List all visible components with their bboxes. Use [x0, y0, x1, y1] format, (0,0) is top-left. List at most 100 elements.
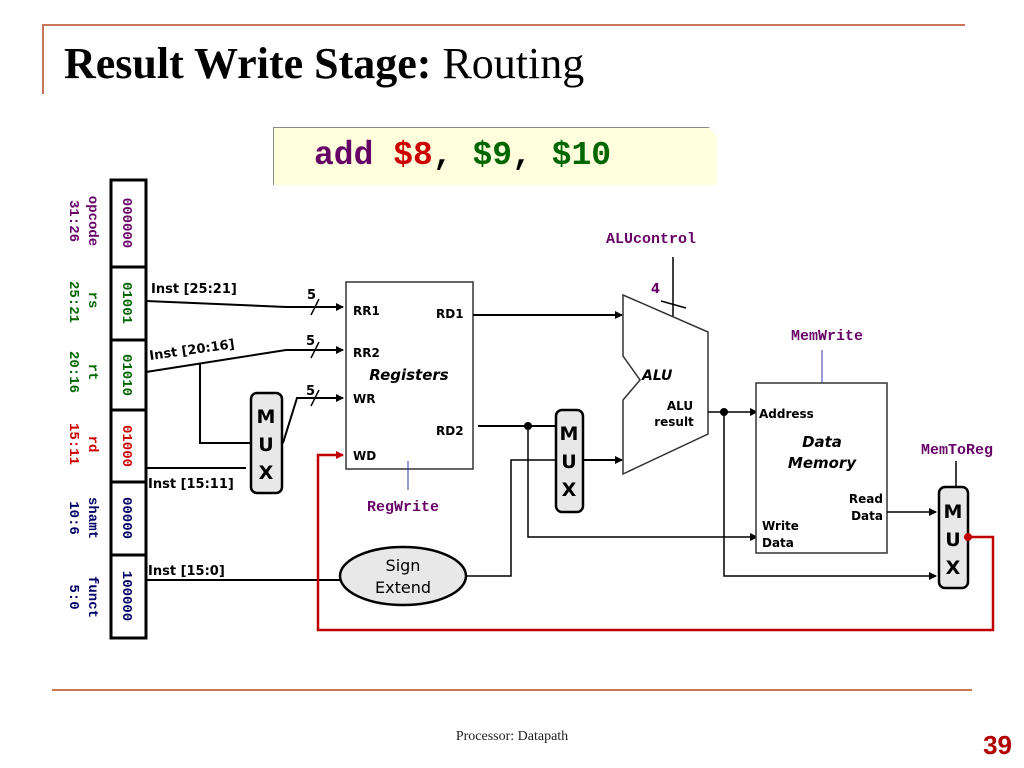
field-value-rs: 01001	[118, 282, 134, 324]
data-memory-label-1: Data	[802, 433, 842, 451]
field-name-opcode: opcode	[84, 196, 100, 246]
port-rr2: RR2	[353, 346, 380, 360]
alucontrol-bus-slash	[660, 300, 687, 309]
port-rr1: RR1	[353, 304, 380, 318]
mux-letter: M	[257, 406, 276, 428]
memwrite-label: MemWrite	[791, 328, 863, 345]
field-bits-funct: 5:0	[65, 584, 81, 609]
register-file-label: Registers	[369, 366, 449, 384]
port-wr: WR	[353, 392, 375, 406]
mux-letter: X	[259, 462, 274, 484]
field-value-opcode: 000000	[118, 198, 134, 248]
sign-extend-label-1: Sign	[386, 556, 421, 575]
instr-rt: $10	[551, 137, 612, 174]
label-inst-15-0: Inst [15:0]	[148, 564, 225, 579]
port-write-data-2: Data	[762, 536, 794, 550]
instr-sep: ,	[512, 137, 552, 174]
data-memory: Address Data Memory Read Data Write Data	[755, 382, 888, 554]
alu-result-label-2: result	[654, 415, 694, 429]
wire-inst-20-16	[145, 346, 344, 373]
instruction-wires	[145, 300, 344, 581]
port-address: Address	[759, 407, 814, 421]
bus-slash	[310, 341, 320, 359]
port-rd2: RD2	[436, 424, 464, 438]
instr-op: add	[314, 137, 374, 174]
alucontrol-label: ALUcontrol	[606, 231, 696, 248]
register-file-box	[345, 281, 474, 470]
field-bits-shamt: 10:6	[65, 501, 81, 535]
label-inst-25-21: Inst [25:21]	[151, 282, 237, 297]
port-read-data-2: Data	[851, 509, 883, 523]
bus-width-rr2: 5	[306, 334, 315, 349]
mux-letter: X	[946, 557, 961, 579]
instruction-box: add $8, $9, $10	[273, 127, 717, 185]
footer-rule	[52, 689, 972, 691]
field-value-rd: 01000	[118, 425, 134, 467]
label-inst-15-11: Inst [15:11]	[148, 477, 234, 492]
instruction-text: add $8, $9, $10	[314, 137, 611, 174]
port-wd: WD	[353, 449, 376, 463]
wire-mux-to-wr	[282, 394, 344, 444]
sign-extend: Sign Extend	[338, 545, 468, 607]
field-name-rt: rt	[84, 364, 100, 381]
field-bits-opcode: 31:26	[65, 200, 81, 242]
field-bits-rd: 15:11	[65, 423, 81, 465]
port-rd1: RD1	[436, 307, 464, 321]
wire-inst-25-21	[145, 300, 344, 311]
instruction-fields: 000000 01001 01010 01000 00000 100000 op…	[65, 178, 148, 640]
field-value-shamt: 00000	[118, 497, 134, 539]
title-rest: Routing	[431, 39, 585, 88]
writeback-path	[316, 451, 995, 632]
sign-extend-label-2: Extend	[375, 578, 431, 597]
sign-extend-body	[338, 545, 468, 607]
title-rule-top	[42, 24, 965, 26]
field-name-funct: funct	[84, 576, 100, 618]
field-bits-rs: 25:21	[65, 281, 81, 323]
footer-text: Processor: Datapath	[455, 729, 569, 744]
field-bits-rt: 20:16	[65, 351, 81, 393]
mux-letter: U	[561, 451, 576, 473]
field-name-rd: rd	[84, 436, 100, 453]
wire-alu-to-memtoreg-mux	[723, 412, 937, 580]
memtoreg-mux: M U X	[937, 485, 970, 590]
alu-result-label-1: ALU	[667, 399, 693, 413]
title-bold: Result Write Stage:	[64, 39, 432, 88]
field-value-rt: 01010	[118, 354, 134, 396]
bus-slash	[310, 389, 320, 407]
wire-rt-to-mux	[199, 363, 250, 444]
instr-sep: ,	[432, 137, 473, 174]
field-value-funct: 100000	[118, 571, 134, 621]
mux-letter: X	[562, 479, 577, 501]
alusrc-mux: M U X	[554, 408, 585, 514]
alu-body	[622, 293, 709, 476]
field-name-rs: rs	[84, 292, 100, 309]
bus-width-marks	[310, 298, 320, 407]
page-number: 39	[983, 730, 1012, 760]
alu-label: ALU	[641, 368, 673, 384]
bus-slash	[310, 298, 320, 316]
writeback-source-dot	[964, 533, 972, 541]
wire-rd2-to-write-data	[527, 426, 758, 541]
mux-letter: M	[560, 423, 579, 445]
bus-width-rr1: 5	[307, 288, 316, 303]
slide-title: Result Write Stage: Routing	[64, 38, 584, 89]
bus-width-wr: 5	[306, 384, 315, 399]
title-rule-left	[42, 24, 44, 94]
data-memory-box	[755, 382, 888, 554]
port-write-data-1: Write	[762, 519, 799, 533]
alu: ALU ALU result	[622, 293, 709, 476]
field-name-shamt: shamt	[84, 497, 100, 539]
instr-rd: $8	[393, 137, 433, 174]
regdst-mux: M U X	[249, 391, 284, 495]
data-memory-label-2: Memory	[788, 454, 857, 472]
instr-rs: $9	[472, 137, 513, 174]
mux-body	[249, 391, 284, 495]
alucontrol-width: 4	[651, 282, 660, 297]
regwrite-label: RegWrite	[367, 499, 439, 516]
mux-letter: U	[258, 434, 273, 456]
port-read-data-1: Read	[849, 492, 883, 506]
wire-signext-to-mux	[466, 459, 556, 577]
memtoreg-label: MemToReg	[921, 442, 993, 459]
mux-letter: U	[945, 529, 960, 551]
